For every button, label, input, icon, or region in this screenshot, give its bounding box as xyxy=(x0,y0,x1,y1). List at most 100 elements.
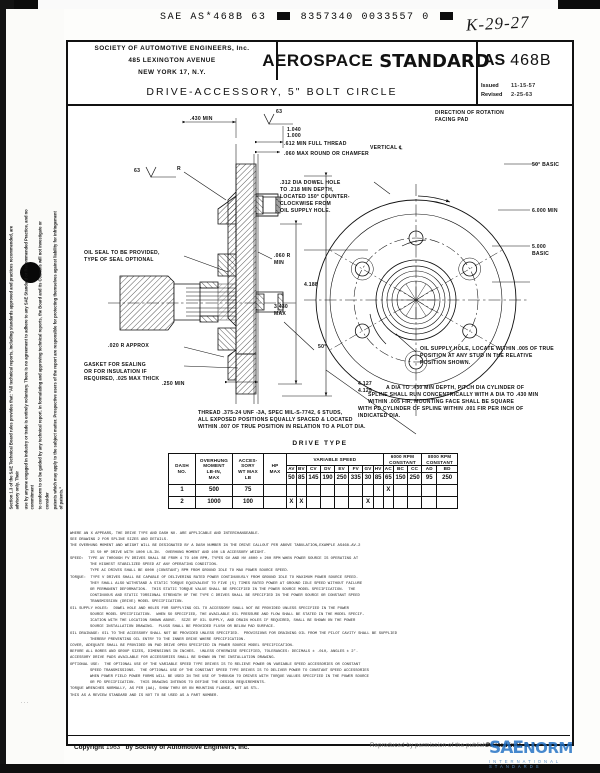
note-line: OPTIONAL USE: THE OPTIONAL USE OF THE VA… xyxy=(70,662,361,667)
table-subheader-row: AV BV CV DV EV FV GV HV AC BC CC AD BD xyxy=(169,465,458,474)
barcode-block-icon xyxy=(277,12,291,21)
callout-spline-b: 4.125 xyxy=(358,388,372,394)
callout-spline-4: WITH PD CYLINDER OF SPLINE WITHIN .001 F… xyxy=(358,406,523,412)
th-code-ev: EV xyxy=(334,465,350,474)
cell-mark: X xyxy=(362,496,374,510)
cell-mark xyxy=(334,484,350,498)
cell-mark xyxy=(372,496,384,510)
cell-mark xyxy=(305,484,321,498)
scan-left-margin xyxy=(6,9,64,764)
cell-mark xyxy=(305,496,321,510)
callout-3430: 3.430 xyxy=(274,304,288,310)
cell-mark xyxy=(362,484,374,498)
drive-type-caption: DRIVE TYPE xyxy=(292,440,348,447)
cell-mark xyxy=(348,496,364,510)
callout-spline-2: SPLINE SHALL RUN CONCENTRICALLY WITH A D… xyxy=(368,392,538,398)
callout-vertical-cl: VERTICAL ℄ xyxy=(370,144,403,151)
cell-mark: X xyxy=(382,484,394,498)
callout-gasket-1: GASKET FOR SEALING xyxy=(84,362,146,368)
publisher-name: SOCIETY OF AUTOMOTIVE ENGINEERS, Inc. xyxy=(94,45,250,53)
publisher-info: SOCIETY OF AUTOMOTIVE ENGINEERS, Inc. 48… xyxy=(68,42,278,80)
cell-mark xyxy=(392,484,409,498)
note-line: SPEED: TYPE AV THROUGH FV DRIVES SHALL B… xyxy=(70,556,359,561)
scan-gap xyxy=(38,0,558,9)
callout-5000-basic: BASIC xyxy=(532,251,549,257)
cell-mark xyxy=(407,496,423,510)
revised-date: 2-25-63 xyxy=(511,91,533,98)
note-line: SOURCE INSTALLATION DRAWING. PLUGS SHALL… xyxy=(90,625,276,630)
note-line: BEFORE ALL BORES AND GROUP SIZES, DIMENS… xyxy=(70,650,359,655)
barcode-block-icon xyxy=(440,12,454,21)
th-code-av: AV xyxy=(286,465,297,474)
note-line: OIL SUPPLY HOLES: DOWEL HOLE AND HOLES F… xyxy=(70,606,349,611)
note-line: TRANSMISSION (DRIVE) MODEL SPECIFICATION… xyxy=(90,600,184,605)
callout-gasket-3: REQUIRED, .025 MAX THICK xyxy=(84,376,159,382)
scan-smudge: ··· xyxy=(20,700,30,706)
hp-gv: 30 xyxy=(362,472,374,486)
callout-oilsupply-1: OIL SUPPLY HOLE, LOCATE WITHIN .005 OF T… xyxy=(420,346,554,352)
cell-mark xyxy=(421,496,438,510)
legal-line: Section 1.3 of the SAE Technical Board r… xyxy=(8,225,20,510)
footer-fine-print: Reproduced by permission of the publishe… xyxy=(370,743,493,749)
cell-mark xyxy=(392,496,409,510)
callout-r: R xyxy=(177,166,181,172)
cell-overhung: 500 xyxy=(195,484,233,498)
th-code-ac: AC xyxy=(382,465,394,474)
cell-hp xyxy=(263,484,287,498)
note-line: TORQUE WRENCHES NORMALLY, AS PER (AA), S… xyxy=(70,687,260,692)
callout-dowel-4: CLOCKWISE FROM xyxy=(280,201,331,207)
callout-spline-a: 4.127 xyxy=(358,381,372,387)
hp-ac: 65 xyxy=(382,472,394,486)
callout-612-thread: .612 MIN FULL THREAD xyxy=(284,141,347,147)
note-line: OIL DRAINAGE: OIL TO THE ACCESSORY SHALL… xyxy=(70,631,397,636)
cell-mark xyxy=(286,484,297,498)
note-line: WHERE AN X APPEARS, THE DRIVE TYPE AND D… xyxy=(70,532,260,536)
callout-dowel-5: OIL SUPPLY HOLE. xyxy=(280,208,331,214)
cell-accessory: 75 xyxy=(232,484,264,498)
callout-50-basic: 50° BASIC xyxy=(532,162,559,168)
note-line: SEE DRAWING 2 FOR SPLINE SIZES AND DETAI… xyxy=(70,538,169,543)
note-line: SPEED TRANSMISSIONS. THE OPTIONAL USE OF… xyxy=(90,668,369,673)
callout-oilsupply-3: POSITION SHOWN. xyxy=(420,360,471,366)
note-line: ICATION WITH THE LOCATION SHOWN ABOVE. S… xyxy=(90,619,356,624)
cell-accessory: 100 xyxy=(232,496,264,510)
callout-spline-5: INDICATED DIA. xyxy=(358,413,401,419)
table-row: 1 500 75 X xyxy=(168,484,458,498)
th-code-hv: HV xyxy=(372,465,384,474)
legal-line: use by anyone engaged in industry or tra… xyxy=(23,209,35,510)
document-title: DRIVE-ACCESSORY, 5" BOLT CIRCLE xyxy=(68,80,478,104)
callout-060r-min: MIN xyxy=(274,260,284,266)
cell-mark xyxy=(407,484,423,498)
callout-thread-2: ALL EXPOSED POSITIONS EQUALLY SPACED & L… xyxy=(198,417,353,423)
cell-mark xyxy=(372,484,384,498)
note-line: CONTINUOUS AND STATIC TORSIONAL STRENGTH… xyxy=(90,594,360,599)
doc-number-value: 468B xyxy=(510,52,552,69)
publisher-city: NEW YORK 17, N.Y. xyxy=(138,68,206,76)
note-line: COVER, ADEQUATE SHALL BE PROVIDED ON PAD… xyxy=(70,643,295,648)
note-line: IS 50 HP DRIVE WITH 1000 LB-IN. OVERHUNG… xyxy=(90,550,267,555)
callout-oil-seal-2: TYPE OF SEAL OPTIONAL xyxy=(84,257,154,263)
barcode-digits: 8357340 0033557 0 xyxy=(300,12,430,23)
th-code-bd: BD xyxy=(436,465,458,474)
cell-mark: X xyxy=(295,496,307,510)
doc-class-standard: STANDARD xyxy=(379,50,490,72)
revised-label: Revised xyxy=(481,91,503,98)
cell-mark xyxy=(421,484,438,498)
callout-spline-1: A DIA TO .430 MIN DEPTH, PITCH DIA CYLIN… xyxy=(386,385,524,391)
doc-class-aerospace: AEROSPACE xyxy=(262,51,374,70)
callout-direction-2: FACING PAD xyxy=(435,117,469,123)
legal-line: patents which may apply to the subject m… xyxy=(52,211,65,510)
hp-ev: 250 xyxy=(334,472,350,486)
publisher-street: 485 LEXINGTON AVENUE xyxy=(128,57,216,65)
th-code-gv: GV xyxy=(362,465,374,474)
note-line: ACCESSORY DRIVE PADS AVAILABLE FOR ACCES… xyxy=(70,656,276,661)
callout-dowel-2: TO .218 MIN DEPTH, xyxy=(280,187,334,193)
callout-spline-3: WITHIN .005 FIR. MOUNTING FACE SHALL BE … xyxy=(368,399,514,405)
